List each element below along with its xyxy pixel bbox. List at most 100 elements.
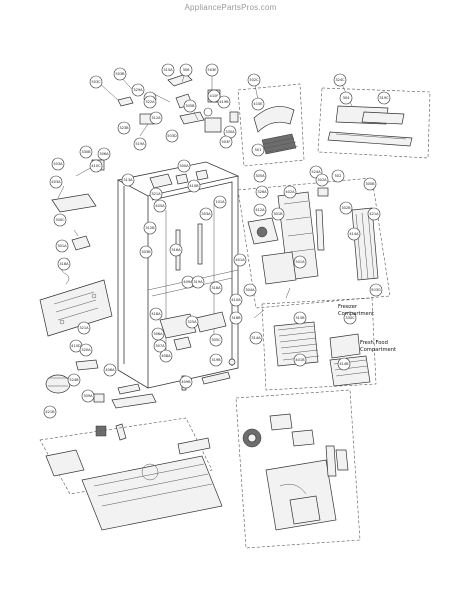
callout-label: 325A — [187, 320, 197, 324]
callout-circle — [143, 221, 157, 235]
refrigerator-cabinet — [116, 161, 240, 389]
callout-circle — [217, 95, 231, 109]
callout-label: 309A — [83, 394, 93, 398]
freezer-label-line2: Compartment — [338, 311, 374, 317]
callout-label: 524A — [311, 170, 321, 174]
callout-label: 503B — [115, 72, 125, 76]
callout-circle — [315, 173, 329, 187]
callout-circle — [247, 73, 261, 87]
callout-label: 305C — [211, 338, 221, 342]
callout-label: 406A — [105, 368, 115, 372]
callout-circle — [67, 373, 81, 387]
callout-label: 503G — [371, 288, 381, 292]
callout-circle — [337, 357, 351, 371]
callout-circle — [139, 245, 153, 259]
callout-label: 318A — [211, 286, 221, 290]
callout-label: 410A — [231, 298, 241, 302]
callout-circle — [367, 207, 381, 221]
callout-label: 305A — [255, 174, 265, 178]
callout-label: 303B — [141, 250, 151, 254]
callout-circle — [251, 97, 265, 111]
freezer-evaporator-coil — [261, 297, 377, 391]
upper-duct-assembly — [237, 83, 305, 167]
callout-label: 302A — [317, 178, 327, 182]
callout-circle — [363, 177, 377, 191]
callout-label: 303A — [201, 212, 211, 216]
callout-label: 300C — [55, 218, 65, 222]
callout-circle — [149, 187, 163, 201]
callout-label: 307A — [155, 344, 165, 348]
callout-label: 503A — [53, 162, 63, 166]
callout-circle — [133, 137, 147, 151]
callout-circle — [209, 281, 223, 295]
callout-circle — [233, 253, 247, 267]
callout-label: 502 — [335, 174, 342, 178]
callout-circle — [179, 63, 193, 77]
site-watermark: AppliancePartsPros.com — [184, 3, 277, 12]
callout-circle — [205, 63, 219, 77]
callout-label: 503E — [207, 68, 217, 72]
callout-circle — [97, 147, 111, 161]
callout-circle — [113, 67, 127, 81]
callout-circle — [253, 169, 267, 183]
callout-circle — [283, 185, 297, 199]
callout-label: 421B — [45, 410, 55, 414]
callout-circle — [81, 389, 95, 403]
callout-circle — [53, 213, 67, 227]
callout-circle — [89, 159, 103, 173]
callout-label: 410B — [189, 184, 199, 188]
callout-label: 306 — [183, 68, 191, 72]
callout-label: 318A — [59, 262, 69, 266]
callout-label: 410D — [71, 344, 81, 348]
callout-circle — [271, 207, 285, 221]
callout-circle — [207, 89, 221, 103]
callout-label: 301A — [57, 244, 67, 248]
callout-label: 330A — [225, 130, 235, 134]
callout-label: 403A — [51, 180, 61, 184]
callout-circle — [347, 227, 361, 241]
callout-label: 329A — [133, 88, 143, 92]
callout-label: 306A — [153, 332, 163, 336]
callout-circle — [169, 243, 183, 257]
callout-circle — [165, 129, 179, 143]
callout-circle — [333, 73, 347, 87]
callout-circle — [79, 145, 93, 159]
callout-label: 300B — [365, 182, 375, 186]
callout-circle — [255, 185, 269, 199]
callout-circle — [339, 91, 353, 105]
callout-circle — [293, 255, 307, 269]
callout-circle — [209, 353, 223, 367]
callout-label: 414A — [349, 232, 359, 236]
callout-circle — [149, 111, 163, 125]
fresh-food-label-line2: Compartment — [360, 347, 396, 353]
callout-label: 323B — [119, 126, 129, 130]
callout-label: 501A — [295, 260, 305, 264]
callout-label: 501 — [255, 148, 262, 152]
callout-circle — [249, 331, 263, 345]
callout-circle — [153, 199, 167, 213]
callout-circle — [161, 63, 175, 77]
callout-label: 503F — [222, 140, 231, 144]
callout-label: 409A — [183, 280, 193, 284]
callout-label: 101A — [215, 200, 225, 204]
callout-label: 503D — [167, 134, 177, 138]
callout-circle — [185, 315, 199, 329]
callout-circle — [219, 135, 233, 149]
callout-circle — [149, 307, 163, 321]
callout-circle — [209, 333, 223, 347]
callout-label: 314A — [251, 336, 261, 340]
callout-circle — [339, 201, 353, 215]
callout-circle — [159, 349, 173, 363]
callout-label: 305B — [185, 104, 195, 108]
callout-circle — [369, 283, 383, 297]
callout-label: 401B — [295, 358, 305, 362]
callout-circle — [121, 173, 135, 187]
callout-label: 319C — [379, 96, 389, 100]
callout-group: 503C503B329A324B315A306503E502C324C322A3… — [43, 63, 391, 419]
callout-label: 524B — [69, 378, 79, 382]
callout-circle — [331, 169, 345, 183]
callout-label: 409B — [181, 380, 191, 384]
callout-label: 412A — [255, 208, 265, 212]
callout-label: 319B — [211, 358, 221, 362]
callout-circle — [49, 175, 63, 189]
